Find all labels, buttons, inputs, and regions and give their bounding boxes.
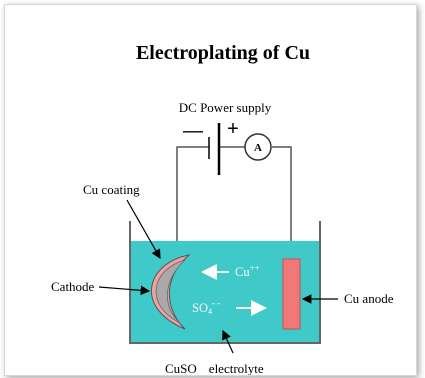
cu-coating-label: Cu coating (83, 182, 140, 197)
cu-coating-pointer (126, 199, 161, 260)
ammeter-label: A (254, 142, 262, 154)
cu-anode-label: Cu anode (344, 291, 394, 306)
battery-icon (208, 123, 221, 175)
cathode-label: Cathode (51, 279, 95, 294)
circuit-wires (176, 146, 292, 259)
cathode-coating (150, 254, 191, 330)
diagram-frame: Electroplating of Cu DC Power supply — +… (4, 4, 417, 376)
battery-plus-sign: + (227, 118, 239, 140)
ammeter-icon (244, 133, 272, 161)
so4-ion-label: SO4- - (192, 298, 220, 316)
copper-anode (282, 258, 301, 330)
cathode (155, 259, 186, 324)
battery-minus-sign: — (183, 120, 203, 142)
diagram-title: Electroplating of Cu (136, 42, 310, 64)
beaker (129, 221, 321, 344)
electrolyte-pointer (222, 329, 234, 354)
power-supply-label: DC Power supply (179, 100, 272, 115)
cathode-pointer (98, 285, 151, 296)
cu-ion-label: Cu++ (235, 263, 260, 279)
electroplating-diagram: Electroplating of Cu DC Power supply — +… (51, 42, 394, 376)
